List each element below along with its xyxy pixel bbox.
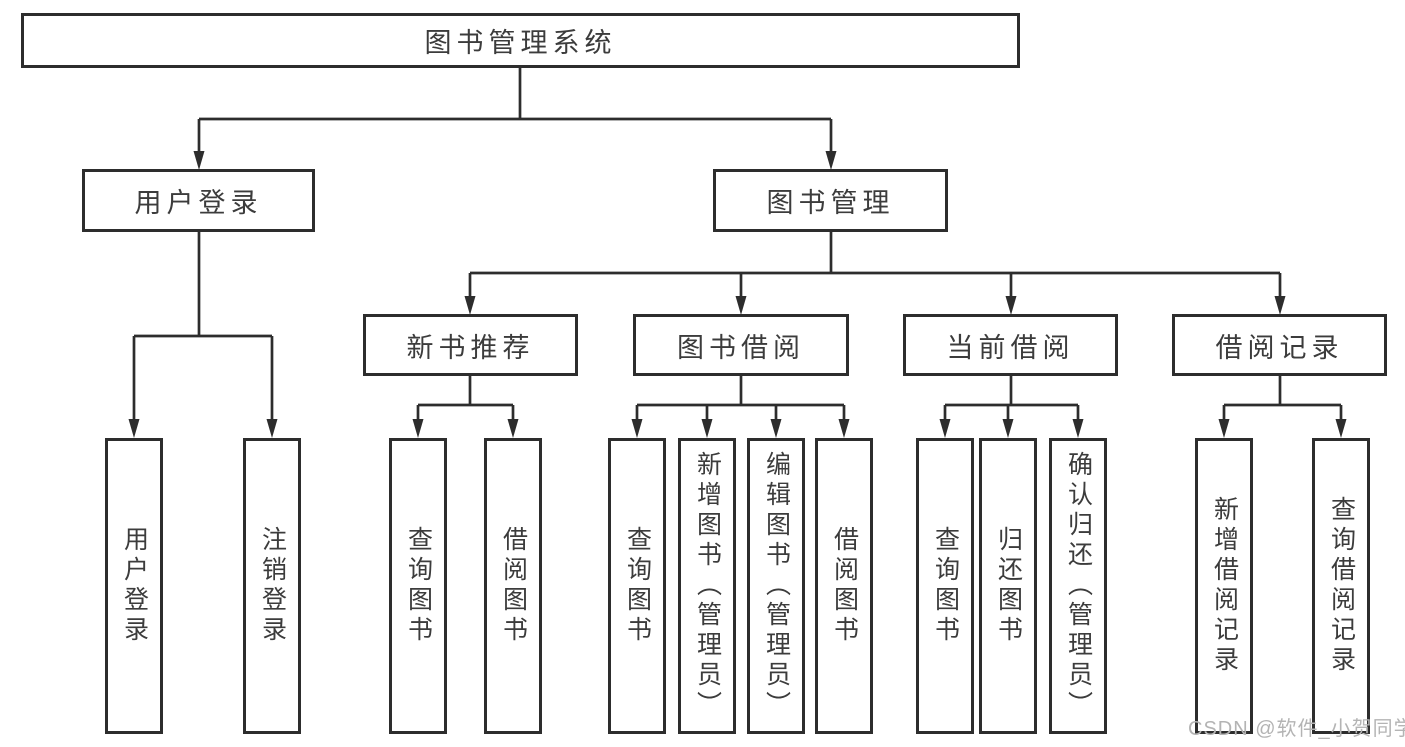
leaf-confirm-return-admin: 确认归还（管理员） bbox=[1049, 438, 1107, 734]
leaf-query-borrow-record: 查询借阅记录 bbox=[1312, 438, 1370, 734]
node-book-management: 图书管理 bbox=[713, 169, 948, 232]
node-current-borrow: 当前借阅 bbox=[903, 314, 1118, 376]
node-borrow-records: 借阅记录 bbox=[1172, 314, 1387, 376]
leaf-borrow-books: 借阅图书 bbox=[815, 438, 873, 734]
leaf-query-books-borrow: 查询图书 bbox=[608, 438, 666, 734]
node-user-login: 用户登录 bbox=[82, 169, 315, 232]
leaf-edit-book-admin: 编辑图书（管理员） bbox=[747, 438, 805, 734]
leaf-user-login: 用户登录 bbox=[105, 438, 163, 734]
leaf-logout: 注销登录 bbox=[243, 438, 301, 734]
leaf-query-books-current: 查询图书 bbox=[916, 438, 974, 734]
csdn-watermark: CSDN @软件_小贺同学 bbox=[1188, 718, 1405, 740]
leaf-add-book-admin: 新增图书（管理员） bbox=[678, 438, 736, 734]
leaf-borrow-books-recommend: 借阅图书 bbox=[484, 438, 542, 734]
node-book-borrow: 图书借阅 bbox=[633, 314, 849, 376]
leaf-return-books: 归还图书 bbox=[979, 438, 1037, 734]
leaf-query-books-recommend: 查询图书 bbox=[389, 438, 447, 734]
node-system-root: 图书管理系统 bbox=[21, 13, 1020, 68]
arrowheads bbox=[128, 151, 1347, 438]
node-new-book-recommend: 新书推荐 bbox=[363, 314, 578, 376]
leaf-add-borrow-record: 新增借阅记录 bbox=[1195, 438, 1253, 734]
